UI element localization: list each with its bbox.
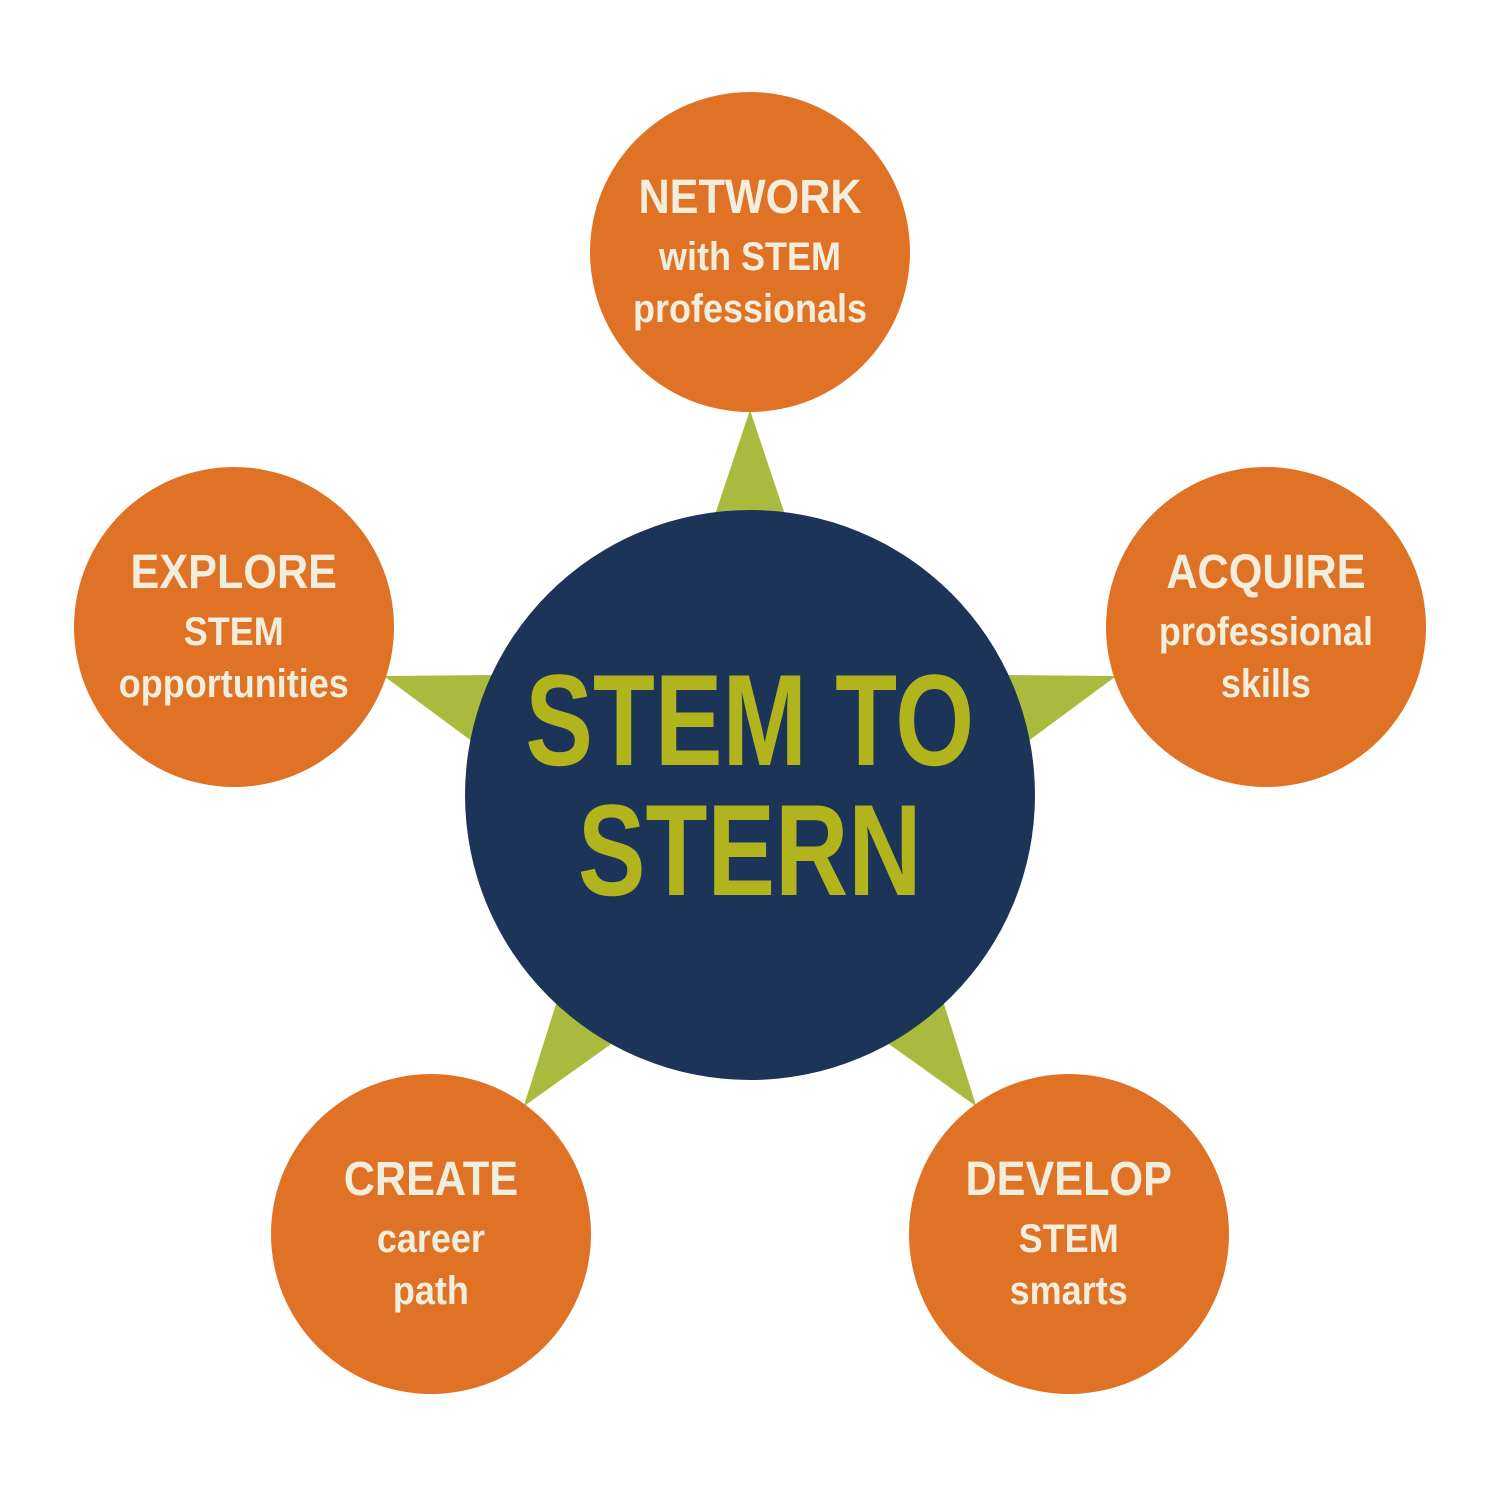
node-subtitle-line: professional [1158, 610, 1374, 655]
node-acquire: ACQUIRE professional skills [1106, 467, 1426, 787]
node-network: NETWORK with STEM professionals [590, 92, 910, 412]
node-subtitle-line: skills [1220, 662, 1312, 707]
node-title: DEVELOP [965, 1152, 1173, 1206]
center-title-line2: STERN [578, 777, 922, 923]
node-title: NETWORK [638, 170, 862, 224]
node-develop-text: DEVELOP STEM smarts [966, 1151, 1172, 1318]
node-develop: DEVELOP STEM smarts [909, 1074, 1229, 1394]
node-title: CREATE [343, 1152, 519, 1206]
center-hub-title: STEM TO STERN [526, 655, 975, 915]
node-subtitle-line: with STEM [658, 235, 841, 280]
node-network-text: NETWORK with STEM professionals [633, 169, 867, 336]
center-title-line1: STEM TO [525, 647, 975, 793]
node-subtitle-line: smarts [1009, 1269, 1129, 1314]
node-subtitle-line: path [393, 1269, 469, 1314]
node-subtitle-line: career [376, 1217, 486, 1262]
node-subtitle-line: professionals [632, 287, 868, 332]
node-title: ACQUIRE [1166, 545, 1366, 599]
node-explore: EXPLORE STEM opportunities [74, 467, 394, 787]
node-create-text: CREATE career path [344, 1151, 518, 1318]
node-subtitle-line: STEM [1018, 1217, 1119, 1262]
node-title: EXPLORE [130, 545, 338, 599]
node-explore-text: EXPLORE STEM opportunities [119, 544, 349, 711]
node-subtitle-line: opportunities [119, 662, 349, 707]
node-acquire-text: ACQUIRE professional skills [1159, 544, 1373, 711]
node-subtitle-line: STEM [183, 610, 285, 655]
center-hub-circle: STEM TO STERN [465, 510, 1035, 1080]
node-create: CREATE career path [271, 1074, 591, 1394]
